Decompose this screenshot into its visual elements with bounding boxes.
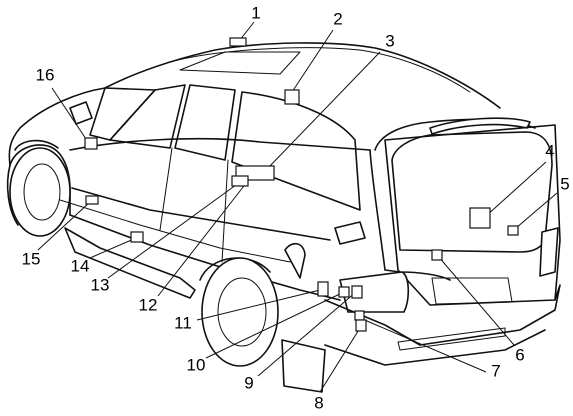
- mud-flap: [281, 339, 326, 393]
- component-15: [85, 195, 99, 205]
- vehicle-outline: [6, 42, 561, 393]
- running-board: [64, 227, 196, 299]
- fuel-door: [284, 242, 306, 279]
- leader-1: [239, 21, 255, 41]
- component-2: [284, 89, 300, 105]
- callout-15: 15: [22, 249, 41, 268]
- sunroof-outline: [179, 51, 301, 75]
- front-bumper: [6, 164, 19, 226]
- callout-6: 6: [515, 345, 524, 364]
- callout-4: 4: [545, 141, 554, 160]
- callout-3: 3: [385, 31, 394, 50]
- leader-5: [515, 192, 558, 229]
- front-wheel-arch: [14, 139, 59, 151]
- callout-8: 8: [314, 393, 323, 412]
- callout-2: 2: [333, 9, 342, 28]
- leader-14: [89, 237, 137, 259]
- rear-bumper-lower: [324, 329, 546, 366]
- side-mirror: [69, 101, 93, 125]
- rear-rim: [217, 277, 267, 347]
- component-10: [338, 286, 350, 298]
- leader-15: [37, 201, 91, 251]
- component-6: [431, 249, 443, 261]
- rear-door-window: [174, 84, 236, 161]
- pillar-b: [159, 147, 173, 231]
- leader-11: [196, 289, 321, 321]
- callout-9: 9: [244, 373, 253, 392]
- rear-quarter: [369, 149, 451, 281]
- pillar-c: [221, 159, 229, 263]
- leader-6: [437, 255, 515, 346]
- callout-1: 1: [251, 3, 260, 22]
- callout-14: 14: [71, 256, 90, 275]
- component-4: [469, 207, 491, 229]
- callout-12: 12: [139, 295, 158, 314]
- callout-11: 11: [174, 313, 192, 332]
- side-molding: [59, 199, 291, 263]
- leader-8: [319, 327, 361, 393]
- component-7: [354, 310, 365, 321]
- leader-12: [157, 181, 248, 297]
- component-11: [317, 281, 329, 297]
- rear-spoiler: [429, 117, 531, 135]
- beltline: [71, 187, 331, 241]
- front-rim: [23, 163, 61, 221]
- component-14: [130, 231, 144, 243]
- component-8: [355, 319, 367, 332]
- callout-16: 16: [36, 65, 55, 84]
- rear-bumper: [324, 284, 561, 346]
- callout-13: 13: [91, 275, 110, 294]
- component-16: [84, 137, 98, 150]
- component-9: [351, 285, 363, 299]
- leader-16: [51, 87, 89, 143]
- component-1: [229, 37, 247, 47]
- callout-7: 7: [491, 361, 500, 380]
- component-5: [507, 225, 519, 236]
- leader-10: [205, 291, 345, 359]
- component-13: [231, 175, 249, 187]
- leader-7: [359, 317, 487, 373]
- components: [84, 37, 519, 332]
- rear-tire: [201, 257, 279, 367]
- leader-4: [485, 161, 547, 217]
- roof-outline: [104, 42, 501, 109]
- callout-labels: 1 2 3 4 5 6 7 8 9 10 11 12 13 14 15 16: [22, 3, 570, 412]
- right-rear-combination-lamp: [539, 227, 559, 277]
- bumper-step: [397, 327, 506, 351]
- quarter-window: [231, 91, 361, 211]
- leader-lines: [37, 21, 558, 393]
- callout-5: 5: [560, 174, 569, 193]
- leader-2: [291, 29, 334, 93]
- back-door-window: [391, 131, 553, 253]
- roof-rail: [169, 47, 471, 93]
- leader-3: [267, 51, 381, 169]
- hood-outline: [8, 87, 106, 166]
- side-vent: [334, 221, 366, 245]
- leader-13: [107, 181, 241, 279]
- license-plate-recess: [431, 277, 513, 305]
- rear-wheel-arch: [199, 257, 271, 281]
- left-rear-combination-lamp: [339, 271, 410, 313]
- front-tire: [9, 147, 71, 237]
- leader-9: [257, 291, 357, 377]
- front-door-window: [109, 84, 186, 149]
- callout-10: 10: [187, 355, 206, 374]
- windshield: [89, 87, 156, 141]
